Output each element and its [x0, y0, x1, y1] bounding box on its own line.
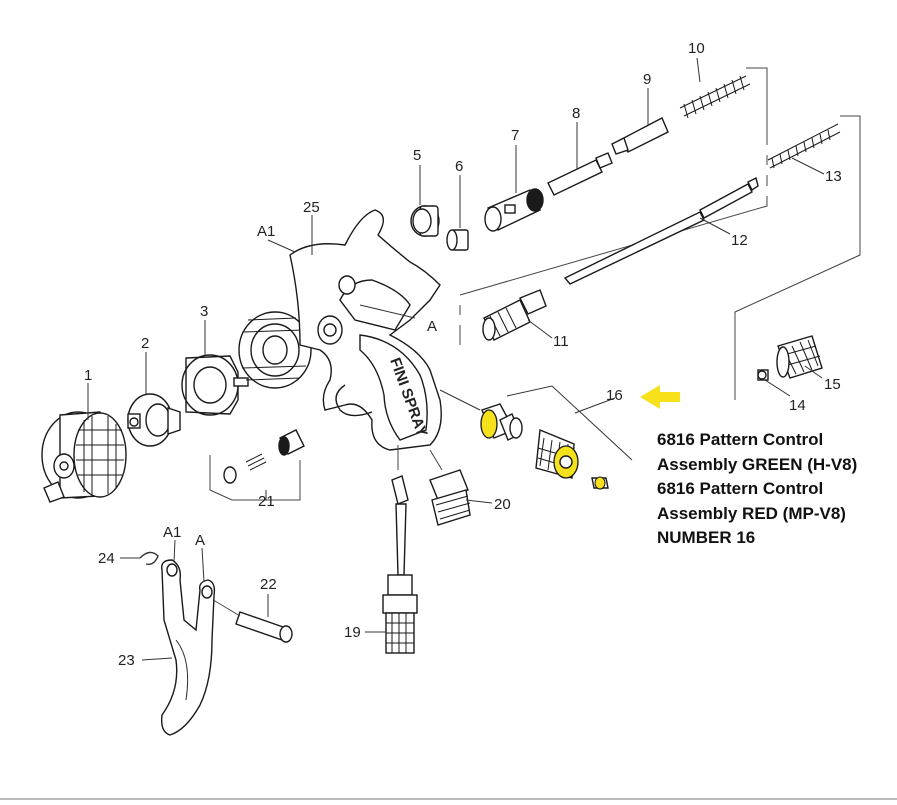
gun-body: FINI SPRAY: [238, 209, 442, 451]
callout-25: 25: [303, 199, 320, 216]
leader-14: [764, 379, 791, 397]
leader-12: [699, 217, 731, 235]
caption-line-1: 6816 Pattern Control: [657, 430, 824, 449]
leader-a-body: [359, 304, 416, 319]
callout-24: 24: [98, 550, 115, 567]
part-22-trigger-pin: [235, 611, 293, 643]
part-7-valve-housing: [484, 188, 544, 232]
part-14-lock-nut: [757, 369, 769, 381]
callout-a-trigger: A: [195, 532, 205, 549]
part-23-trigger: [160, 559, 216, 736]
callout-1: 1: [84, 367, 92, 384]
part-16-pattern-control: [480, 403, 609, 490]
bracket-13-15: [734, 115, 861, 400]
leader-a1-trigger: [173, 539, 176, 563]
callout-20: 20: [494, 496, 511, 513]
callout-6: 6: [455, 158, 463, 175]
leader-a1-top: [267, 239, 296, 253]
dash-22: [209, 597, 241, 617]
part-9-valve-pin: [611, 117, 669, 155]
bottom-divider: [0, 798, 897, 800]
part-6-packing: [446, 229, 469, 251]
leader-15: [804, 365, 823, 379]
callout-14: 14: [789, 397, 806, 414]
part-10-spring: [679, 75, 751, 119]
callout-8: 8: [572, 105, 580, 122]
part-21-pattern-valve: [223, 429, 305, 484]
leader-20: [465, 499, 493, 504]
callout-21: 21: [258, 493, 275, 510]
highlight-arrow-icon: [640, 385, 680, 409]
callout-12: 12: [731, 232, 748, 249]
callout-10: 10: [688, 40, 705, 57]
leader-13: [791, 157, 825, 175]
caption-line-3: 6816 Pattern Control: [657, 479, 824, 498]
part-12-fluid-needle: [563, 176, 759, 285]
caption-line-5: NUMBER 16: [657, 528, 756, 547]
leader-11: [527, 319, 553, 339]
part-15-adjustment-knob: [776, 335, 823, 379]
part-5-seal: [410, 205, 440, 237]
part-13-needle-spring: [767, 123, 841, 169]
leader-16: [574, 397, 616, 414]
part-caption: 6816 Pattern Control Assembly GREEN (H-V…: [657, 428, 887, 551]
caption-line-4: Assembly RED (MP-V8): [657, 503, 846, 523]
part-24-clip: [139, 551, 159, 566]
callout-13: 13: [825, 168, 842, 185]
leader-a-trigger: [201, 547, 205, 583]
callout-16: 16: [606, 387, 623, 404]
callout-19: 19: [344, 624, 361, 641]
callout-5: 5: [413, 147, 421, 164]
callout-22: 22: [260, 576, 277, 593]
part-11-needle-seat: [482, 289, 547, 341]
part-1-air-cap: [41, 411, 127, 503]
part-2-fluid-nozzle: [127, 393, 181, 447]
callout-11: 11: [553, 333, 569, 350]
callout-a1-trigger: A1: [163, 524, 181, 541]
leader-10: [696, 57, 701, 83]
callout-7: 7: [511, 127, 519, 144]
bracket-21: [209, 455, 301, 501]
leader-23: [141, 657, 173, 661]
part-20-air-inlet: [429, 469, 471, 526]
callout-3: 3: [200, 303, 208, 320]
bracket-10-11: [459, 67, 768, 345]
part-8-valve-stem: [547, 152, 613, 196]
bracket-16: [506, 385, 633, 461]
callout-23: 23: [118, 652, 135, 669]
leader-16-body: [439, 389, 481, 411]
caption-line-2: Assembly GREEN (H-V8): [657, 454, 858, 474]
dash-20: [429, 449, 443, 471]
callout-9: 9: [643, 71, 651, 88]
callout-15: 15: [824, 376, 841, 393]
part-3-baffle: [181, 354, 249, 416]
callout-2: 2: [141, 335, 149, 352]
callout-a1-top: A1: [257, 223, 275, 240]
part-19-fluid-inlet: [382, 475, 418, 654]
callout-a-body: A: [427, 318, 437, 335]
